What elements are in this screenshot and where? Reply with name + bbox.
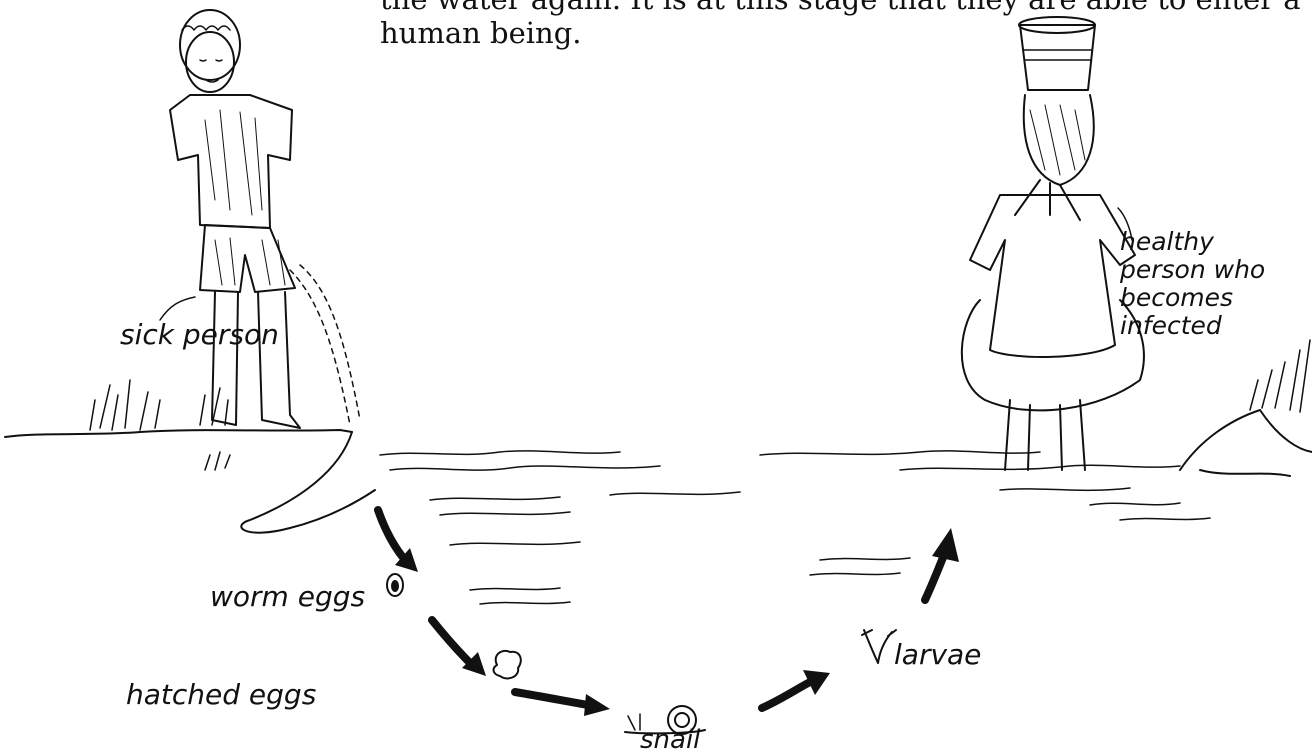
hatched-eggs-label: hatched eggs <box>126 678 316 711</box>
arrow-4 <box>762 682 810 708</box>
worm-egg-icon <box>387 574 403 596</box>
right-bank <box>1180 410 1312 470</box>
arrow-2 <box>432 620 472 665</box>
worm-eggs-label: worm eggs <box>210 580 365 613</box>
cycle-arrows <box>378 510 959 716</box>
left-bank <box>241 432 375 533</box>
sick-person-head <box>186 32 234 92</box>
healthy-person-label: healthy person who becomes infected <box>1120 228 1290 340</box>
right-ground-line <box>1200 470 1290 476</box>
arrow-5 <box>925 555 944 600</box>
sick-person-hair <box>180 10 240 80</box>
arrow-3 <box>515 692 588 705</box>
larva-icon <box>862 630 896 663</box>
headscarf-tie <box>1015 180 1080 220</box>
arrowhead-5 <box>932 528 959 562</box>
sick-person-label: sick person <box>120 318 279 351</box>
sick-person-shirt <box>170 95 292 228</box>
urine-stream <box>290 265 360 425</box>
healthy-person-skirt <box>962 300 1144 410</box>
sick-person-legs <box>212 292 300 428</box>
arrow-1 <box>378 510 405 560</box>
healthy-person-figure <box>962 17 1144 470</box>
bucket <box>1020 25 1095 90</box>
water-ripples <box>380 451 1210 604</box>
grass-left <box>90 380 230 470</box>
hatched-egg-icon <box>494 651 521 679</box>
larvae-label: larvae <box>894 638 981 671</box>
sick-person-figure <box>170 10 360 428</box>
snail-label: snail <box>640 725 700 755</box>
grass-right <box>1250 340 1310 412</box>
ground-line <box>5 430 352 437</box>
sick-person-pointer <box>160 297 195 320</box>
healthy-person-dress <box>970 195 1135 357</box>
arrowhead-3 <box>584 694 610 716</box>
